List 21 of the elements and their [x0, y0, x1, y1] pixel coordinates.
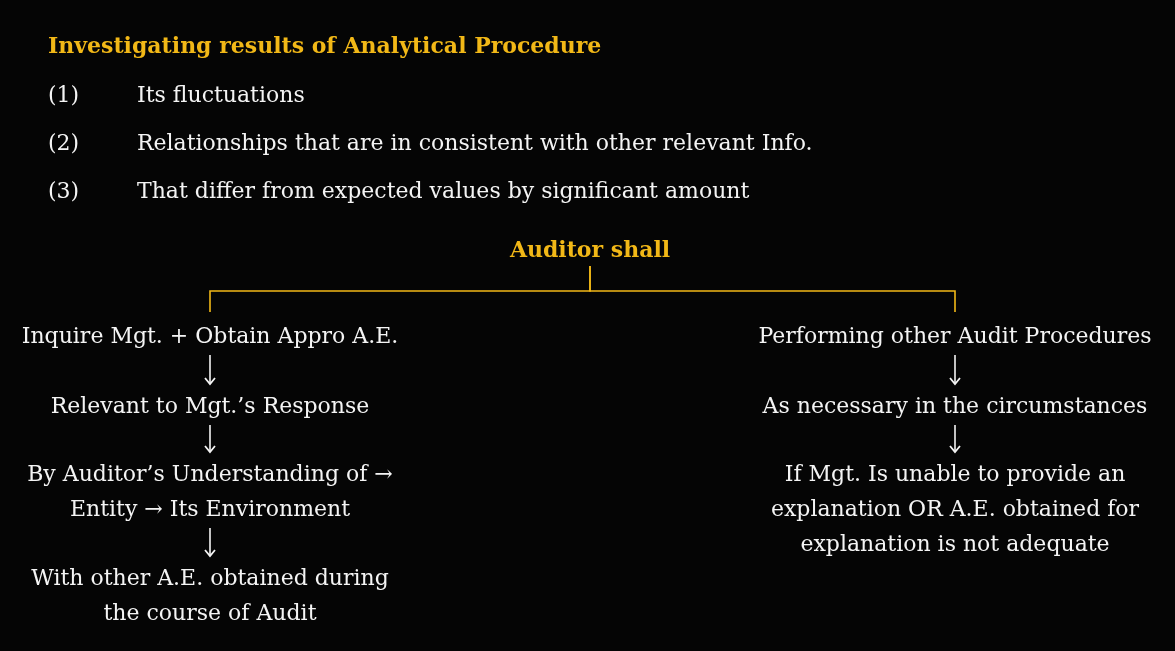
arrow	[204, 424, 216, 453]
step-text: Relevant to Mgt.’s Response	[50, 392, 370, 420]
step-text: By Auditor’s Understanding of → Entity → Its Environment	[26, 460, 394, 523]
heading-text: Auditor shall	[509, 235, 671, 264]
list-item: Its fluctuations	[137, 81, 306, 109]
arrow	[204, 527, 216, 557]
bracket-line	[589, 265, 956, 313]
step-text: With other A.E. obtained during the course of Audit	[30, 564, 390, 627]
title: Investigating results of Analytical Procedure	[48, 32, 602, 58]
list-number: (3)	[48, 177, 81, 205]
arrow	[204, 354, 216, 385]
step-text: If Mgt. Is unable to provide an explanation OR A.E. obtained for explanation is not adequate	[769, 460, 1141, 558]
list-number: (2)	[48, 129, 81, 157]
list-item: Relationships that are in consistent with other relevant Info.	[137, 129, 813, 157]
step-text: As necessary in the circumstances	[762, 392, 1148, 420]
step-text: Performing other Audit Procedures	[758, 322, 1152, 350]
arrow	[949, 354, 961, 385]
arrow	[949, 424, 961, 453]
step-text: Inquire Mgt. + Obtain Appro A.E.	[21, 322, 399, 350]
list-item: That differ from expected values by significant amount	[137, 177, 751, 205]
list-number: (1)	[48, 81, 81, 109]
